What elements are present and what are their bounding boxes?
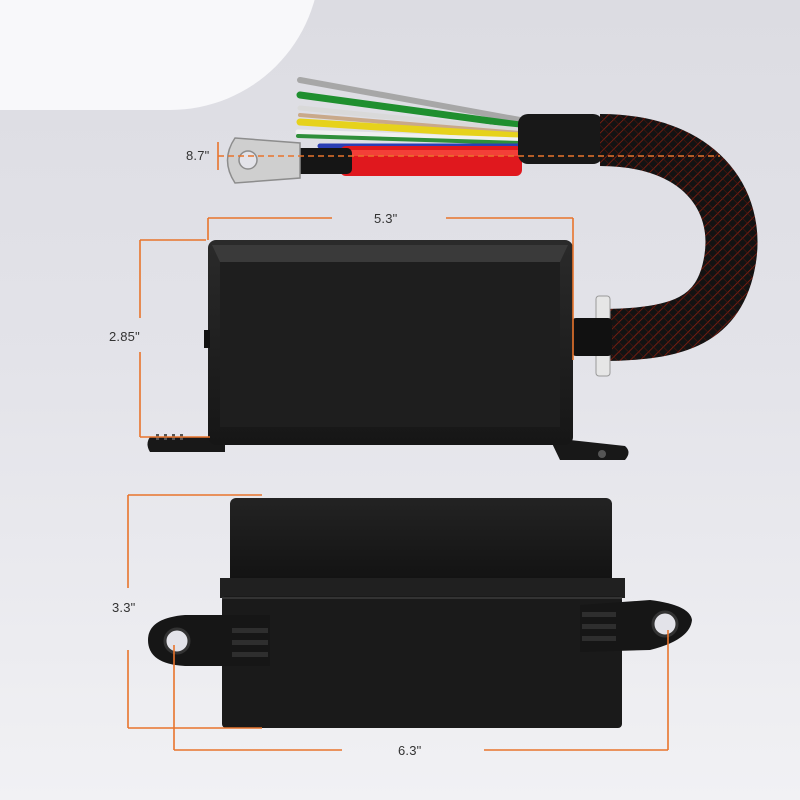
top-width-label: 5.3" <box>374 211 398 226</box>
dimension-lines <box>127 142 720 751</box>
crimp-sleeve <box>292 148 352 174</box>
heat-shrink-collar <box>518 114 603 164</box>
loose-wires <box>295 77 524 149</box>
top-height-label: 2.85" <box>109 329 140 344</box>
cable-length-label: 8.7" <box>186 148 210 163</box>
top-box <box>147 240 629 460</box>
bottom-box <box>148 498 692 728</box>
bottom-width-label: 6.3" <box>398 743 422 758</box>
ring-terminal <box>226 137 301 184</box>
braided-sleeve <box>599 114 758 361</box>
wire-harness <box>226 77 758 377</box>
box-lid <box>230 498 612 588</box>
box-base <box>222 596 622 728</box>
bottom-height-label: 3.3" <box>112 600 136 615</box>
box-lid-bevel <box>212 245 568 262</box>
